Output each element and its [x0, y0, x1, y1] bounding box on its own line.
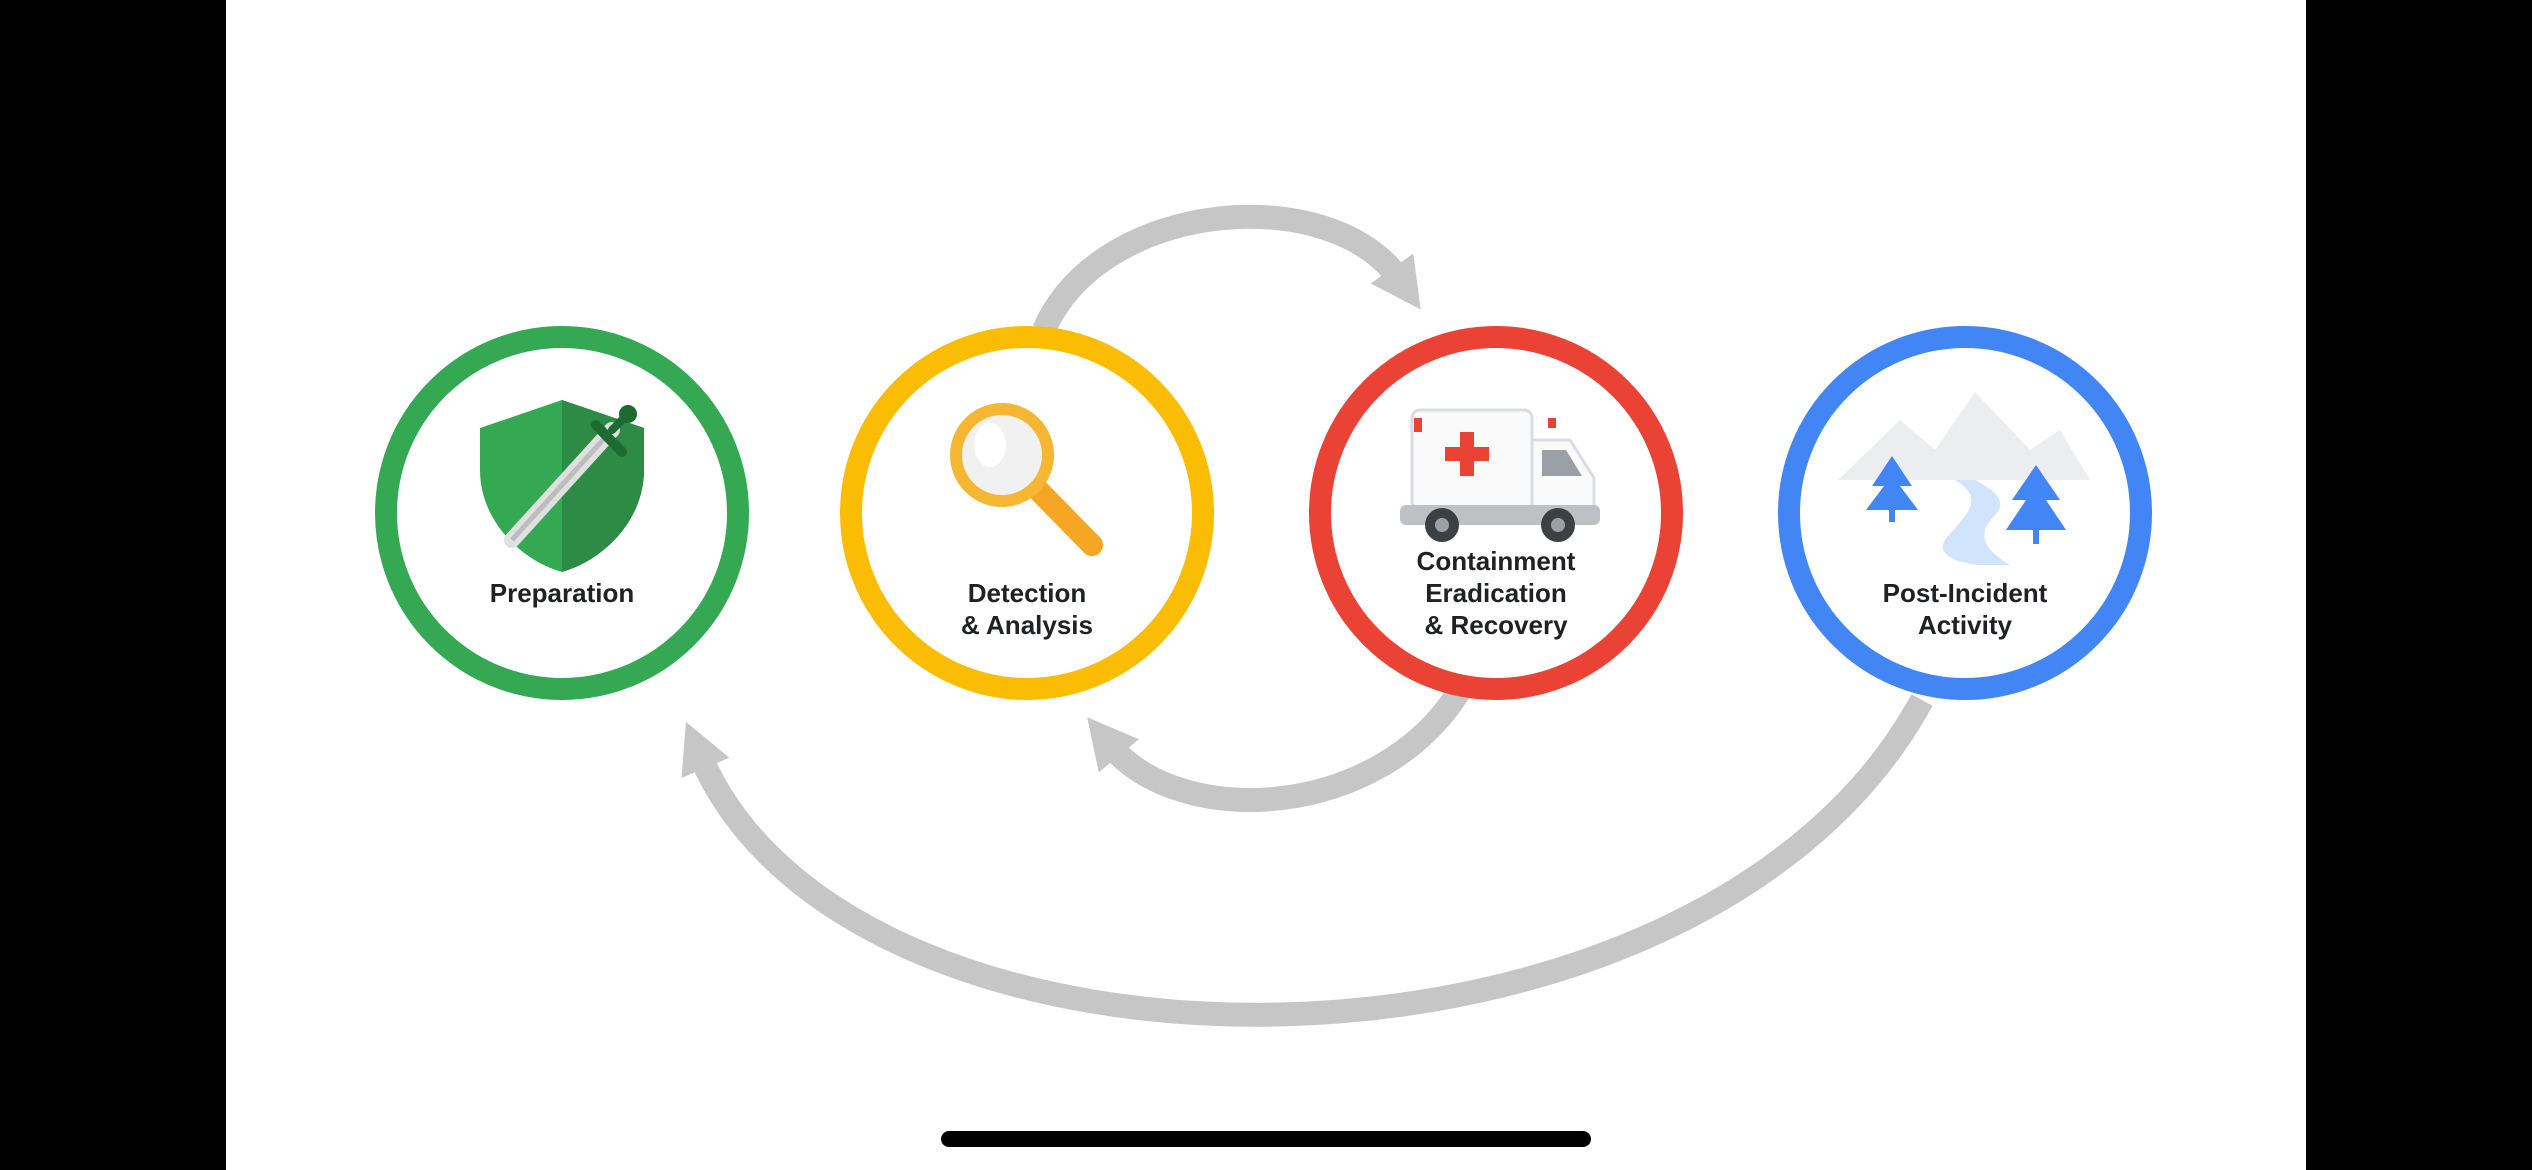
node-post-incident: Post-Incident Activity	[1778, 326, 2152, 700]
mountain-landscape-icon	[1838, 392, 2090, 565]
post-incident-ring	[1778, 326, 2152, 700]
containment-label-line-3: & Recovery	[1424, 610, 1568, 640]
node-detection: Detection & Analysis	[840, 326, 1214, 700]
home-indicator[interactable]	[941, 1131, 1591, 1147]
detection-ring	[840, 326, 1214, 700]
ambulance-icon	[1400, 408, 1600, 542]
containment-label-line-2: Eradication	[1425, 578, 1567, 608]
arrow-post-incident-to-preparation	[681, 694, 1933, 1027]
detection-label-line-2: & Analysis	[961, 610, 1093, 640]
arrow-containment-to-detection	[1087, 683, 1471, 812]
node-containment: Containment Eradication & Recovery	[1309, 326, 1683, 700]
magnifying-glass-icon	[950, 403, 1103, 556]
containment-label-line-1: Containment	[1417, 546, 1576, 576]
arrow-detection-to-containment	[1032, 204, 1421, 336]
detection-label-line-1: Detection	[968, 578, 1086, 608]
post-incident-label-line-1: Post-Incident	[1883, 578, 2048, 608]
node-preparation: Preparation	[375, 326, 749, 700]
post-incident-label-line-2: Activity	[1918, 610, 2012, 640]
preparation-label-line-1: Preparation	[490, 578, 635, 608]
shield-sword-icon	[480, 400, 644, 572]
